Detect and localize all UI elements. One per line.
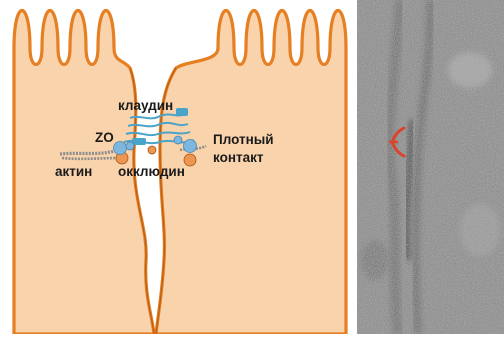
tight-junction-label-line1: Плотный [213, 132, 274, 147]
claudin-block [132, 138, 146, 145]
claudin-block [176, 108, 188, 116]
zo-protein [174, 136, 182, 144]
zo-protein [126, 142, 134, 150]
tight-junction-label-line2: контакт [213, 150, 263, 165]
occludin-protein [184, 154, 196, 166]
occludin-label: окклюдин [118, 164, 185, 179]
zo-label: ZO [95, 130, 114, 145]
zo-protein [184, 140, 197, 153]
electron-micrograph [357, 0, 504, 334]
actin-label: актин [55, 164, 92, 179]
zo-protein [114, 142, 127, 155]
claudin-label: клаудин [118, 98, 173, 113]
micrograph-grain [357, 0, 504, 334]
occludin-protein [148, 146, 156, 154]
